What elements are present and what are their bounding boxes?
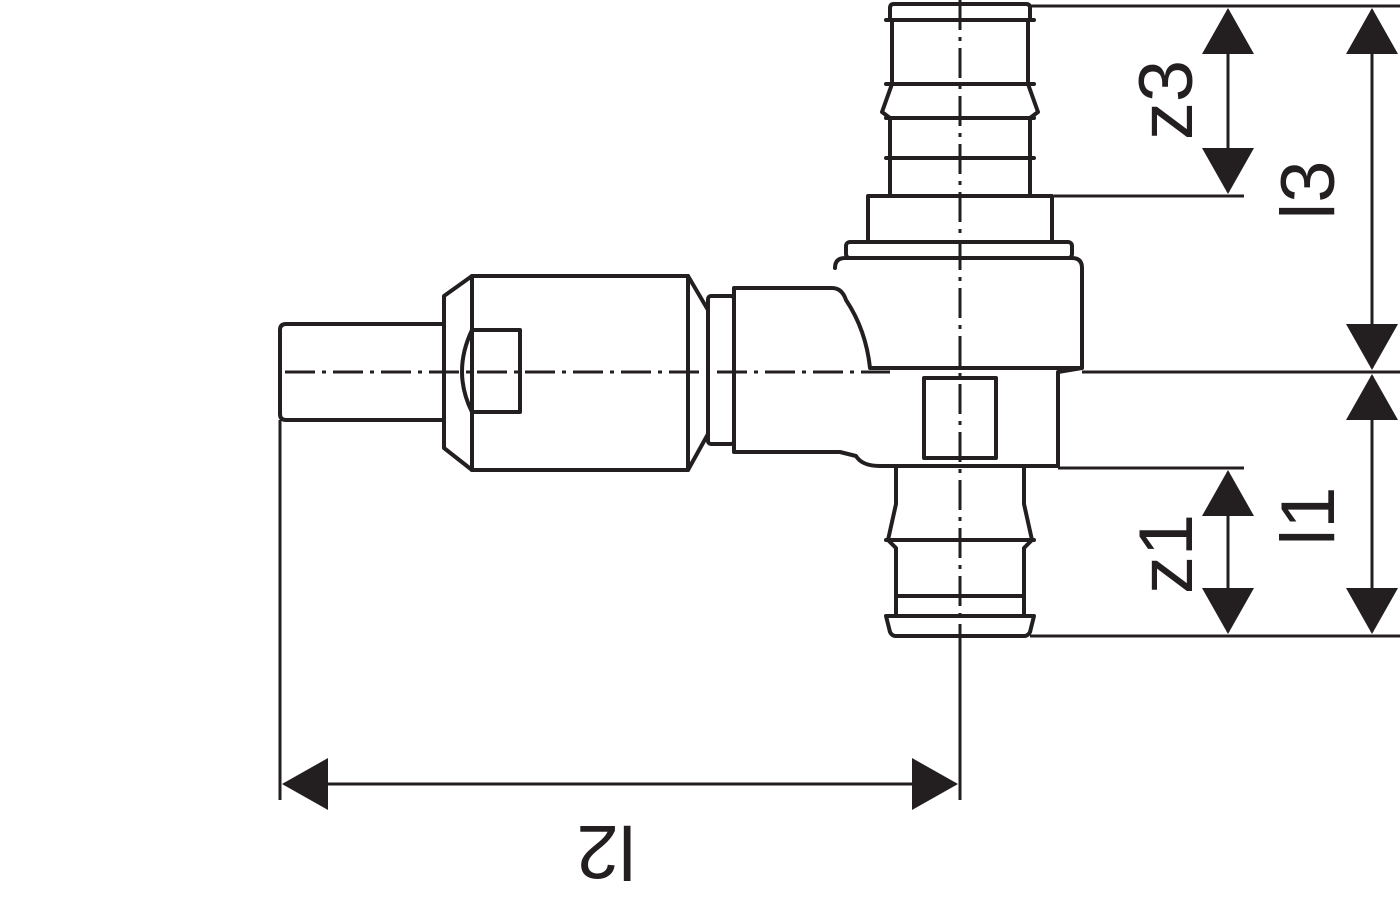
l1-arrow-bottom: [1346, 588, 1398, 634]
extension-lines: [278, 4, 1400, 800]
dimension-l3: l3: [1266, 8, 1398, 370]
l2-label: l2: [576, 809, 635, 894]
z3-label: z3: [1124, 60, 1209, 140]
dimension-z3: z3: [1124, 8, 1254, 194]
fitting-body: [732, 256, 1084, 468]
l3-arrow-top: [1346, 8, 1398, 54]
center-lines: [285, 0, 962, 640]
l3-arrow-bottom: [1346, 324, 1398, 370]
side-outlet: [278, 274, 736, 472]
z1-arrow-top: [1202, 470, 1254, 516]
dimension-l2: l2: [282, 758, 958, 894]
dimension-l1: l1: [1266, 374, 1398, 634]
z1-arrow-bottom: [1202, 588, 1254, 634]
z1-label: z1: [1124, 514, 1209, 594]
body-boss: [922, 376, 998, 460]
dimension-z1: z1: [1124, 470, 1254, 634]
l3-label: l3: [1266, 160, 1351, 219]
l1-arrow-top: [1346, 374, 1398, 420]
z3-arrow-top: [1202, 8, 1254, 54]
z3-arrow-bottom: [1202, 148, 1254, 194]
l2-arrow-left: [282, 758, 328, 810]
l1-label: l1: [1266, 486, 1351, 545]
top-spigot: [880, 2, 1040, 198]
l2-arrow-right: [912, 758, 958, 810]
bottom-spigot: [884, 464, 1036, 638]
